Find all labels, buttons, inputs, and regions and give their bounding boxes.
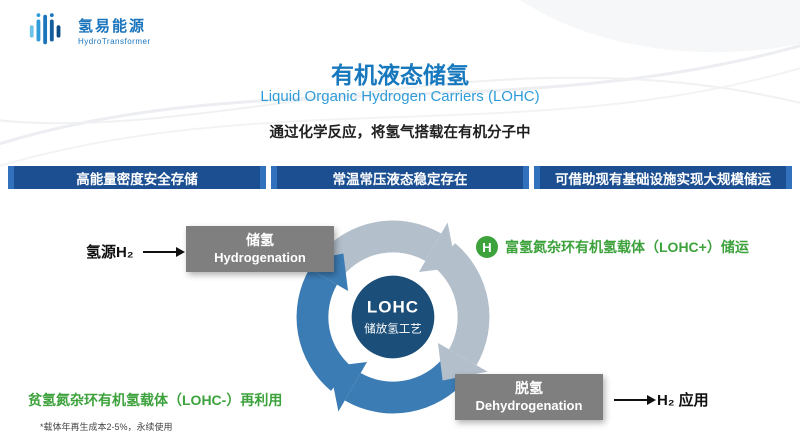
feature-bar-energy-density: 高能量密度安全存储 bbox=[8, 166, 266, 189]
h-badge-icon: H bbox=[476, 236, 498, 258]
hydrogen-source-label: 氢源H₂ bbox=[86, 244, 134, 261]
page-description: 通过化学反应，将氢气搭载在有机分子中 bbox=[269, 125, 531, 141]
feature-bar-stable-liquid: 常温常压液态稳定存在 bbox=[271, 166, 529, 189]
lohc-minus-label: 贫氢氮杂环有机氢载体（LOHC-）再利用 bbox=[28, 392, 283, 408]
lohc-plus-row: H 富氢氮杂环有机氢载体（LOHC+）储运 bbox=[476, 236, 749, 258]
cycle-center-title: LOHC bbox=[366, 297, 420, 317]
cycle-center-subtitle: 储放氢工艺 bbox=[364, 323, 422, 336]
h2-application-label: H₂ 应用 bbox=[657, 392, 709, 409]
logo-tagline: HydroTransformer bbox=[78, 36, 151, 46]
logo-company-name: 氢易能源 bbox=[78, 17, 147, 35]
right-arrow-icon bbox=[614, 394, 656, 405]
feature-bars: 高能量密度安全存储 常温常压液态稳定存在 可借助现有基础设施实现大规模储运 bbox=[8, 166, 792, 189]
page-title: 有机液态储氢 bbox=[331, 62, 469, 88]
dehydrogenation-box: 脱氢 Dehydrogenation bbox=[455, 374, 603, 420]
logo-text: 氢易能源 HydroTransformer bbox=[78, 15, 151, 46]
hydrogenation-box: 储氢 Hydrogenation bbox=[186, 226, 334, 272]
lohc-plus-label: 富氢氮杂环有机氢载体（LOHC+）储运 bbox=[505, 239, 749, 255]
cycle-center-label: LOHC 储放氢工艺 bbox=[364, 298, 422, 337]
feature-bar-infrastructure: 可借助现有基础设施实现大规模储运 bbox=[534, 166, 792, 189]
hydrogenation-label-zh: 储氢 bbox=[246, 232, 274, 249]
lohc-cycle-diagram bbox=[296, 220, 490, 414]
hydrogen-source: 氢源H₂ bbox=[86, 241, 185, 262]
page-subtitle: Liquid Organic Hydrogen Carriers (LOHC) bbox=[260, 88, 540, 105]
company-logo: 氢易能源 HydroTransformer bbox=[26, 10, 151, 50]
hydrogenation-label-en: Hydrogenation bbox=[214, 249, 306, 265]
dehydrogenation-label-en: Dehydrogenation bbox=[475, 397, 583, 413]
dehydrogenation-label-zh: 脱氢 bbox=[515, 380, 543, 397]
footnote: *载体年再生成本2-5%，永续使用 bbox=[40, 422, 173, 432]
logo-icon bbox=[29, 13, 61, 45]
right-arrow-icon bbox=[142, 246, 185, 257]
h2-application-row: H₂ 应用 bbox=[614, 389, 709, 410]
